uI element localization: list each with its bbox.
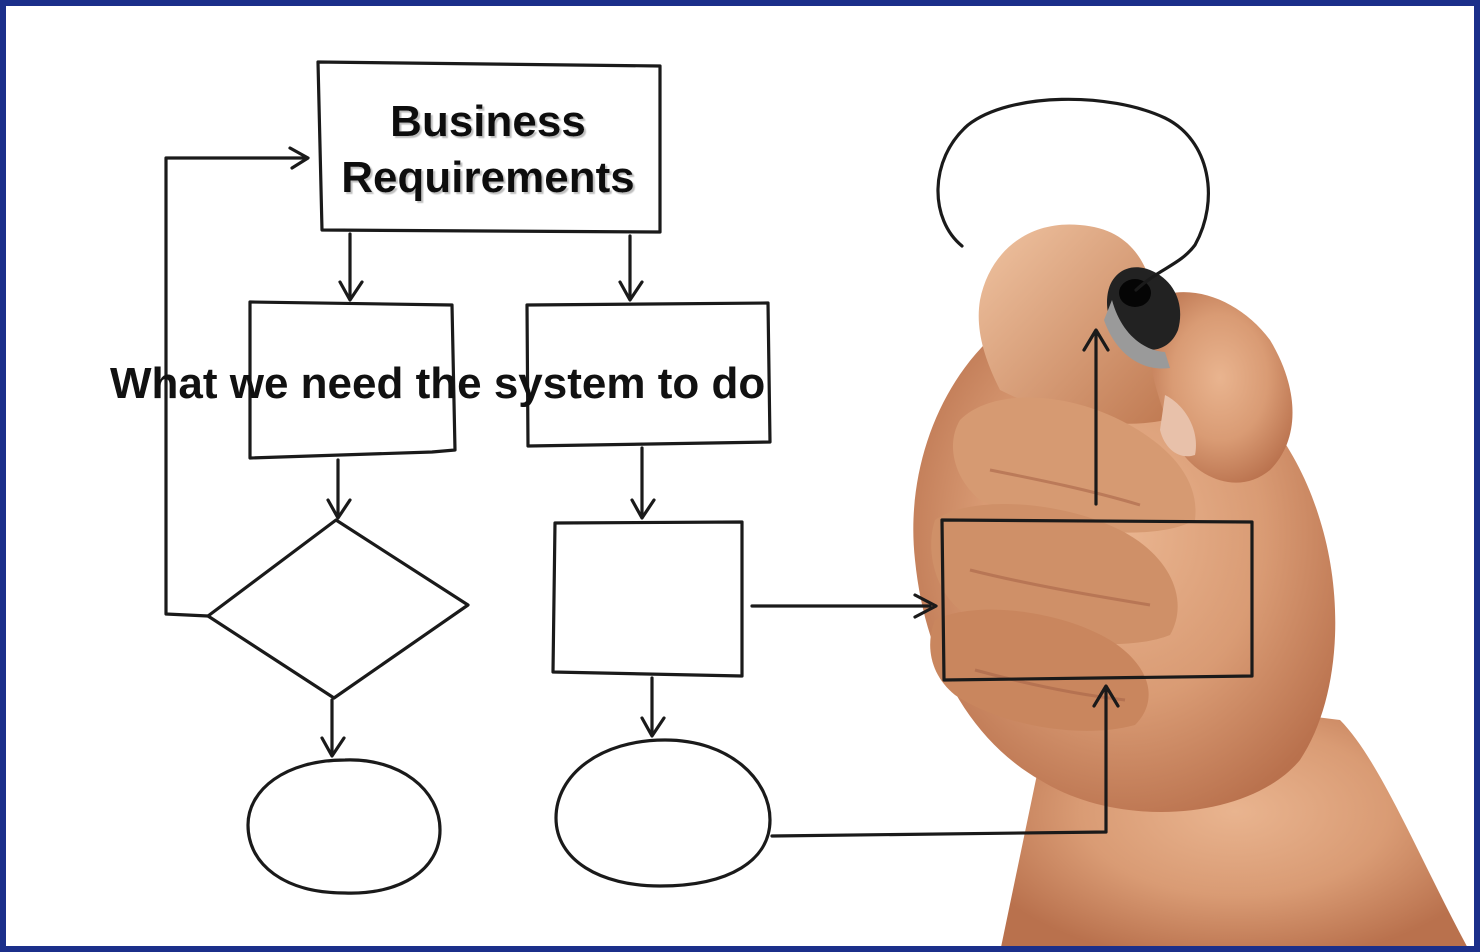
right-process-box [525, 301, 772, 448]
business-requirements-box [316, 60, 662, 234]
title-line-1: Business [390, 97, 586, 146]
feedback-loop-line [164, 156, 307, 618]
left-terminal-ellipse [246, 758, 442, 895]
title-line-2: Requirements [341, 153, 634, 202]
decision-diamond [206, 518, 470, 700]
business-requirements-label: Business Requirements [341, 97, 634, 202]
flowchart-lines [164, 60, 1254, 895]
hand-with-marker-image [913, 224, 1467, 946]
overlay-caption: What we need the system to do [110, 359, 765, 408]
right-terminal-ellipse [554, 738, 772, 888]
middle-process-box [551, 520, 744, 678]
feedback-loop-arrowhead [288, 146, 310, 170]
top-ellipse-being-drawn [936, 97, 1210, 292]
left-process-box [248, 300, 457, 460]
hand-process-box [940, 518, 1254, 682]
